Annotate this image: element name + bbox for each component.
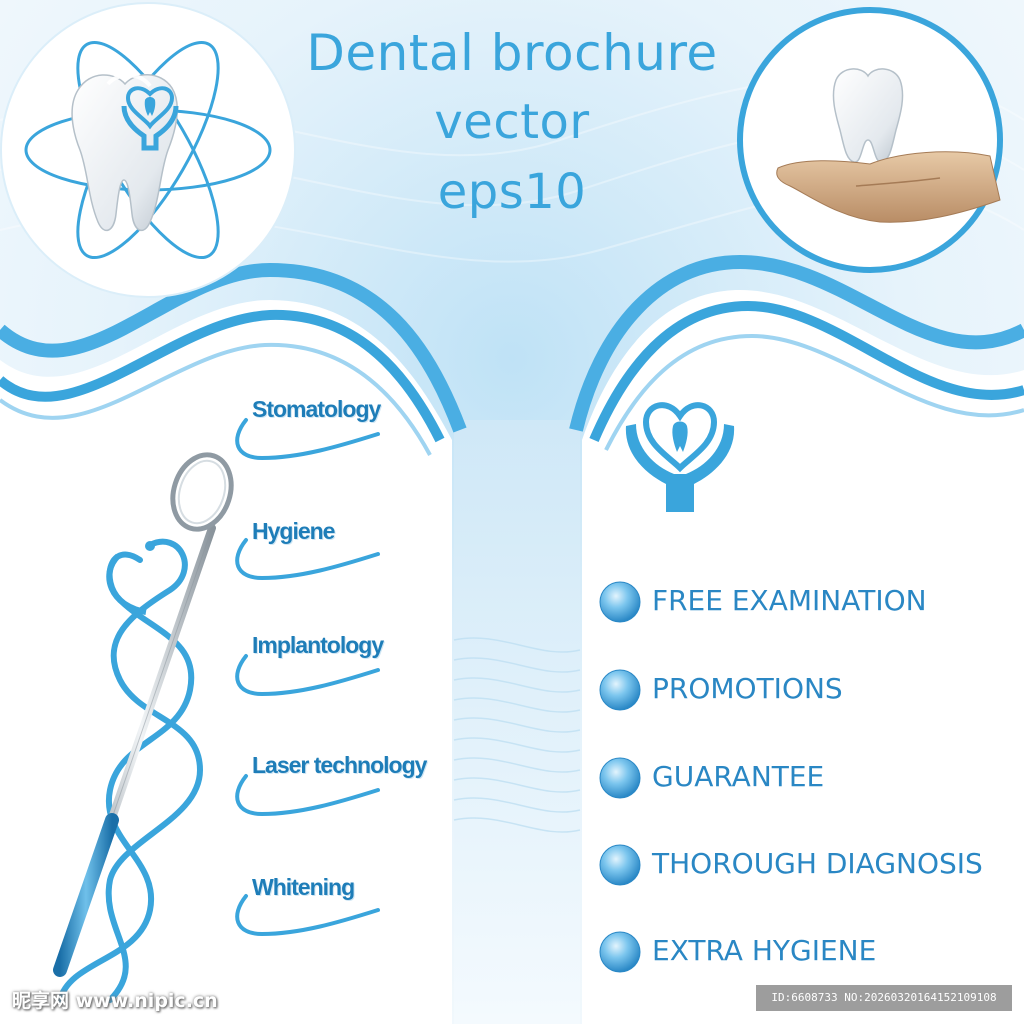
feature-item-guarantee: GUARANTEE [652, 760, 824, 793]
blue-orb-bullet-icon [599, 581, 641, 973]
feature-item-free-examination: FREE EXAMINATION [652, 584, 927, 617]
feature-label: PROMOTIONS [652, 672, 843, 705]
feature-item-extra-hygiene: EXTRA HYGIENE [652, 934, 876, 967]
watermark-left: 昵享网 www.nipic.cn [12, 990, 218, 1012]
atom-tooth-icon [0, 2, 296, 298]
service-item-laser-technology: Laser technology [252, 752, 427, 778]
feature-item-thorough-diagnosis: THOROUGH DIAGNOSIS [652, 847, 983, 880]
service-item-whitening: Whitening [252, 874, 355, 900]
feature-label: EXTRA HYGIENE [652, 934, 877, 967]
page-title-line-1: Dental brochure [306, 24, 718, 82]
dental-mirror-icon [53, 452, 234, 1003]
feature-label: THOROUGH DIAGNOSIS [652, 847, 983, 880]
page-title-line-3: eps10 [437, 164, 587, 220]
feature-item-promotions: PROMOTIONS [652, 672, 843, 705]
page-title-line-2: vector [434, 94, 590, 150]
feature-label: FREE EXAMINATION [652, 584, 927, 617]
watermark-id-badge: ID:6608733 NO:20260320164152109108 [756, 985, 1012, 1011]
service-item-implantology: Implantology [252, 632, 384, 658]
tooth-in-hand-icon [737, 7, 1003, 273]
service-item-hygiene: Hygiene [252, 518, 335, 544]
service-item-stomatology: Stomatology [252, 396, 381, 422]
heart-hands-tooth-icon [625, 402, 735, 512]
feature-label: GUARANTEE [652, 760, 825, 793]
